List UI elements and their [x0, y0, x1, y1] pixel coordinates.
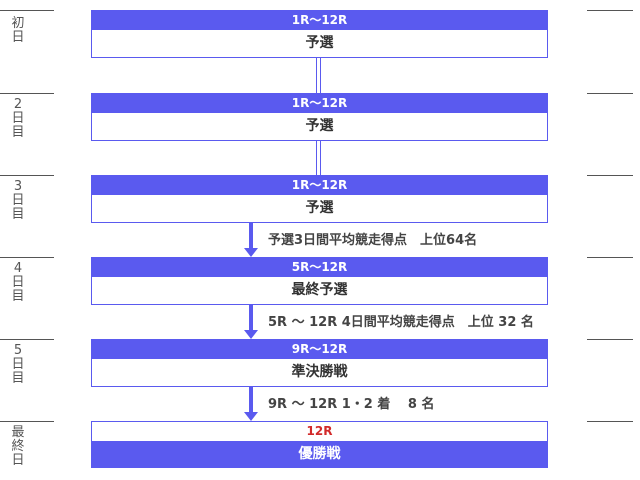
day-divider-left	[0, 421, 54, 422]
day-divider-right	[587, 175, 633, 176]
down-arrow-icon	[244, 304, 258, 339]
stage-races: 1R～12R	[92, 94, 547, 113]
stage-day-4: 5R～12R 最終予選	[91, 257, 548, 305]
stage-day-1: 1R～12R 予選	[91, 10, 548, 58]
stage-races: 1R～12R	[92, 176, 547, 195]
stage-day-2: 1R～12R 予選	[91, 93, 548, 141]
day-divider-right	[587, 421, 633, 422]
day-label-2: 2日目	[11, 97, 25, 140]
stage-name: 予選	[305, 35, 334, 51]
qualification-note-3: 9R ～ 12R 1・2 着 8 名	[268, 397, 435, 412]
stage-connector	[316, 140, 321, 175]
stage-name: 予選	[305, 118, 334, 134]
day-label-final: 最終日	[11, 425, 25, 468]
day-label-3: 3日目	[11, 179, 25, 222]
day-divider-right	[587, 339, 633, 340]
stage-name: 最終予選	[291, 282, 348, 298]
stage-races: 5R～12R	[92, 258, 547, 277]
stage-connector	[316, 57, 321, 93]
day-divider-left	[0, 175, 54, 176]
day-label-1: 初日	[11, 16, 25, 45]
stage-name: 準決勝戦	[291, 364, 348, 380]
stage-races: 9R～12R	[92, 340, 547, 359]
day-divider-right	[587, 93, 633, 94]
qualification-note-1: 予選3日間平均競走得点 上位64名	[268, 233, 478, 248]
stage-name: 優勝戦	[92, 442, 547, 467]
stage-races: 1R～12R	[92, 11, 547, 30]
day-divider-right	[587, 257, 633, 258]
day-divider-left	[0, 339, 54, 340]
down-arrow-icon	[244, 386, 258, 421]
down-arrow-icon	[244, 222, 258, 257]
day-divider-left	[0, 257, 54, 258]
stage-name: 予選	[305, 200, 334, 216]
stage-day-3: 1R～12R 予選	[91, 175, 548, 223]
day-divider-right	[587, 10, 633, 11]
stage-day-5: 9R～12R 準決勝戦	[91, 339, 548, 387]
stage-final: 12R 優勝戦	[91, 421, 548, 468]
day-label-5: 5日目	[11, 343, 25, 386]
stage-races: 12R	[92, 422, 547, 442]
day-divider-left	[0, 10, 54, 11]
day-divider-left	[0, 93, 54, 94]
day-label-4: 4日目	[11, 261, 25, 304]
qualification-note-2: 5R ～ 12R 4日間平均競走得点 上位 32 名	[268, 315, 534, 330]
